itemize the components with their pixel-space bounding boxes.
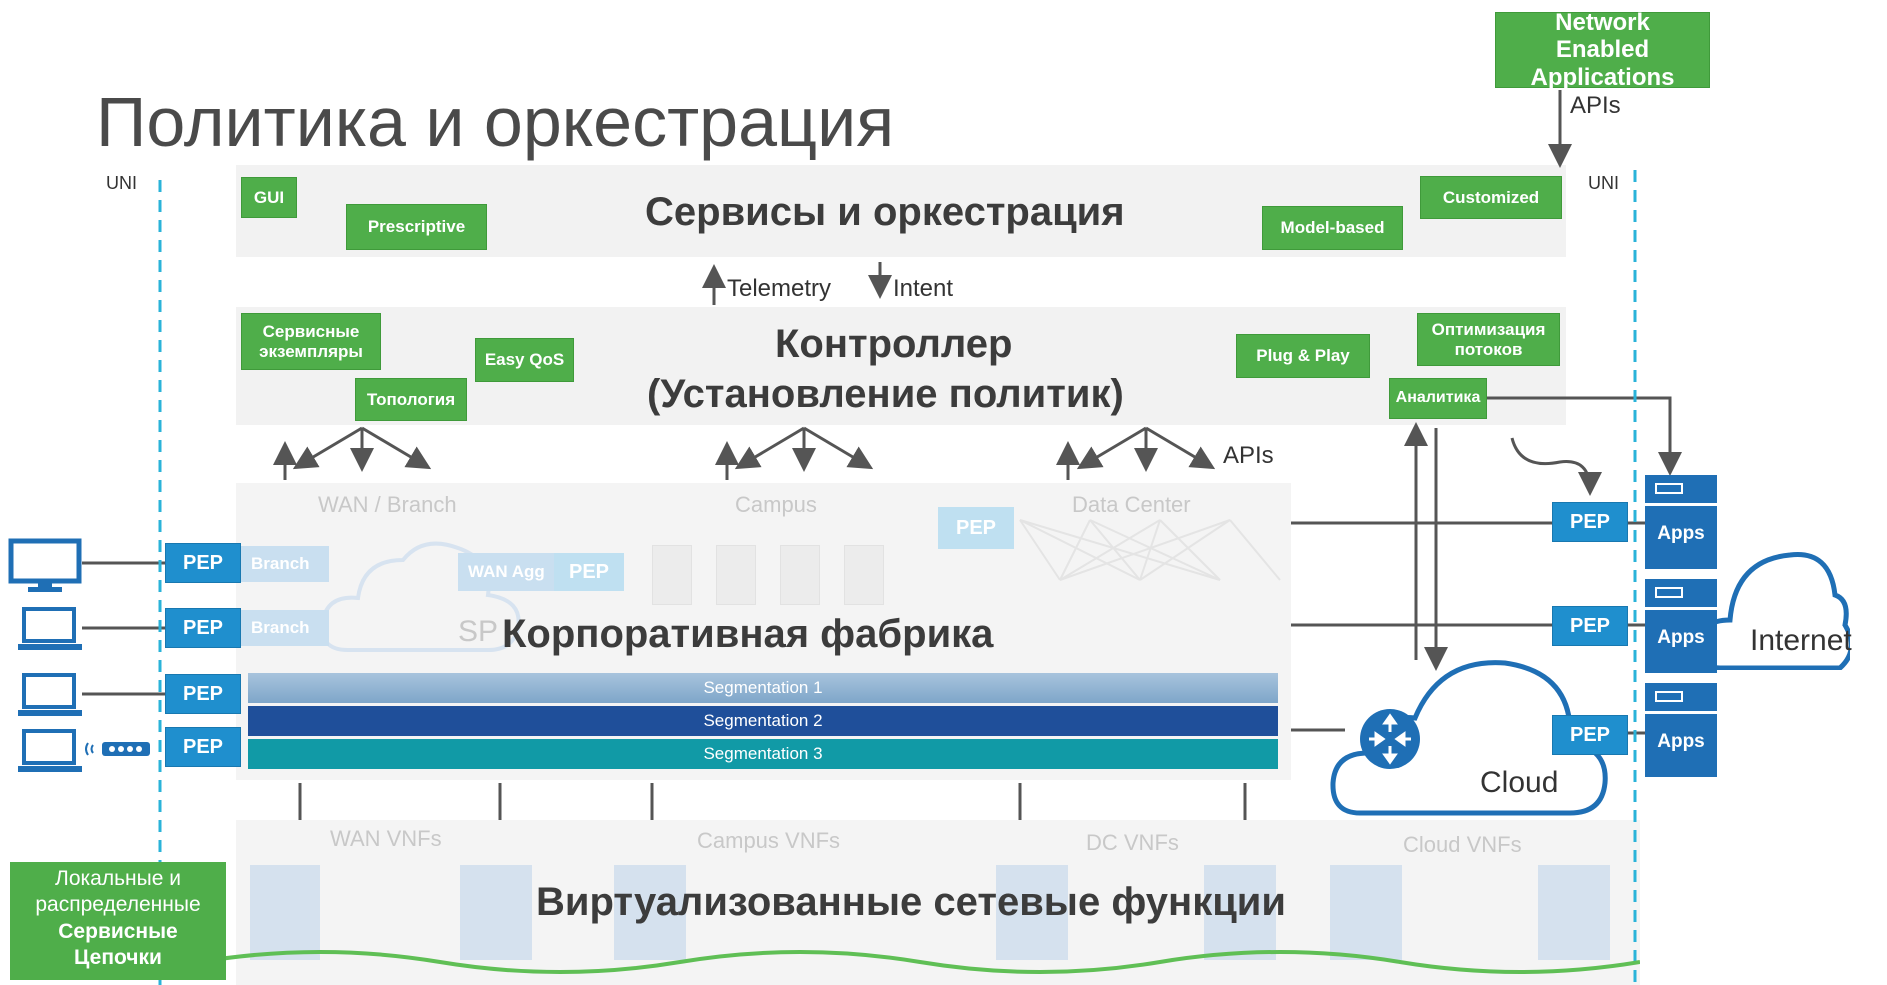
data-center-label: Data Center bbox=[1072, 492, 1191, 517]
apps-label: Apps bbox=[1657, 731, 1705, 752]
controller-title-line2: (Установление политик) bbox=[647, 372, 1124, 416]
model-based-box[interactable]: Model-based bbox=[1262, 206, 1403, 250]
dc-vnfs-label: DC VNFs bbox=[1086, 830, 1179, 855]
flow-optimization-box[interactable]: Оптимизация потоков bbox=[1417, 313, 1560, 366]
cloud-vnfs-label: Cloud VNFs bbox=[1403, 832, 1522, 857]
laptop-icon bbox=[18, 729, 82, 772]
telemetry-label: Telemetry bbox=[727, 275, 832, 302]
apps-label: Apps bbox=[1657, 627, 1705, 648]
easy-qos-box[interactable]: Easy QoS bbox=[475, 338, 574, 382]
apps-label: Apps bbox=[1657, 523, 1705, 544]
pep-faded-datacenter[interactable]: PEP bbox=[938, 507, 1014, 549]
service-instances-box[interactable]: Сервисные экземпляры bbox=[241, 313, 381, 370]
vnf-firewall bbox=[1204, 865, 1276, 960]
apps-server-2[interactable]: Apps bbox=[1645, 579, 1717, 673]
dc-fabric-mesh bbox=[1019, 519, 1281, 581]
apps-server-3[interactable]: Apps bbox=[1645, 683, 1717, 777]
service-chains-line4: Цепочки bbox=[74, 945, 162, 969]
laptop-icon bbox=[18, 607, 82, 650]
vnf-server bbox=[996, 865, 1068, 960]
uni-right-label: UNI bbox=[1588, 173, 1619, 193]
campus-switch bbox=[780, 545, 820, 605]
pep-right-3[interactable]: PEP bbox=[1552, 715, 1628, 755]
customized-box[interactable]: Customized bbox=[1420, 176, 1562, 219]
service-chains-line2: распределенные bbox=[35, 893, 201, 917]
router-icon bbox=[1360, 709, 1420, 769]
apis-middle-label: APIs bbox=[1223, 442, 1274, 469]
internet-label: Internet bbox=[1750, 624, 1852, 657]
network-enabled-applications-box[interactable]: Network Enabled Applications bbox=[1495, 9, 1710, 91]
pep-left-3[interactable]: PEP bbox=[165, 674, 241, 714]
vnf-firewall bbox=[250, 865, 320, 960]
segmentation-3-bar: Segmentation 3 bbox=[248, 739, 1278, 769]
gui-box[interactable]: GUI bbox=[241, 177, 297, 218]
pep-right-1[interactable]: PEP bbox=[1552, 502, 1628, 542]
monitor-icon bbox=[8, 538, 82, 592]
pep-right-2[interactable]: PEP bbox=[1552, 606, 1628, 646]
wan-agg-tag: WAN Agg bbox=[458, 553, 554, 591]
segmentation-1-bar: Segmentation 1 bbox=[248, 673, 1278, 703]
campus-switch bbox=[652, 545, 692, 605]
server-top bbox=[1645, 579, 1717, 610]
pep-faded-wan-agg[interactable]: PEP bbox=[554, 553, 624, 591]
server-top bbox=[1645, 475, 1717, 506]
analytics-box[interactable]: Аналитика bbox=[1389, 378, 1487, 419]
vnf-layer-title: Виртуализованные сетевые функции bbox=[536, 880, 1286, 924]
laptop-icon bbox=[18, 673, 82, 716]
vnf-server bbox=[1330, 865, 1402, 960]
campus-switch bbox=[716, 545, 756, 605]
plug-and-play-box[interactable]: Plug & Play bbox=[1236, 334, 1370, 378]
pep-left-2[interactable]: PEP bbox=[165, 608, 241, 648]
cloud-icon bbox=[1330, 660, 1608, 816]
campus-switch bbox=[844, 545, 884, 605]
drive-slot-icon bbox=[1655, 587, 1683, 598]
slide-title: Политика и оркестрация bbox=[96, 83, 895, 161]
vnf-server bbox=[614, 865, 686, 960]
intent-label: Intent bbox=[893, 275, 954, 302]
fabric-title: Корпоративная фабрика bbox=[502, 612, 994, 656]
cloud-label: Cloud bbox=[1480, 766, 1559, 799]
wan-branch-label: WAN / Branch bbox=[318, 492, 457, 517]
service-chain-wave bbox=[200, 950, 1640, 974]
apps-server-1[interactable]: Apps bbox=[1645, 475, 1717, 569]
drive-slot-icon bbox=[1655, 691, 1683, 702]
campus-label: Campus bbox=[735, 492, 817, 517]
topology-box[interactable]: Топология bbox=[355, 378, 467, 421]
sp-label: SP bbox=[458, 615, 499, 648]
wan-vnfs-label: WAN VNFs bbox=[330, 826, 442, 851]
wireless-ap-icon bbox=[85, 742, 150, 756]
service-chains-box[interactable]: Локальные и распределенные Сервисные Цеп… bbox=[10, 862, 226, 980]
server-top bbox=[1645, 683, 1717, 714]
services-layer-title: Сервисы и оркестрация bbox=[645, 190, 1125, 234]
branch-tag-1: Branch bbox=[241, 546, 329, 582]
uni-left-label: UNI bbox=[106, 173, 137, 193]
drive-slot-icon bbox=[1655, 483, 1683, 494]
service-chains-line1: Локальные и bbox=[55, 867, 181, 890]
branch-tag-2: Branch bbox=[241, 610, 329, 646]
prescriptive-box[interactable]: Prescriptive bbox=[346, 204, 487, 250]
pep-left-1[interactable]: PEP bbox=[165, 543, 241, 583]
apis-top-label: APIs bbox=[1570, 92, 1621, 119]
vnf-router bbox=[460, 865, 532, 960]
service-chains-line3: Сервисные bbox=[58, 919, 178, 943]
campus-vnfs-label: Campus VNFs bbox=[697, 828, 841, 853]
controller-title-line1: Контроллер bbox=[775, 322, 1013, 366]
vnf-firewall bbox=[1538, 865, 1610, 960]
segmentation-2-bar: Segmentation 2 bbox=[248, 706, 1278, 736]
pep-left-4[interactable]: PEP bbox=[165, 727, 241, 767]
